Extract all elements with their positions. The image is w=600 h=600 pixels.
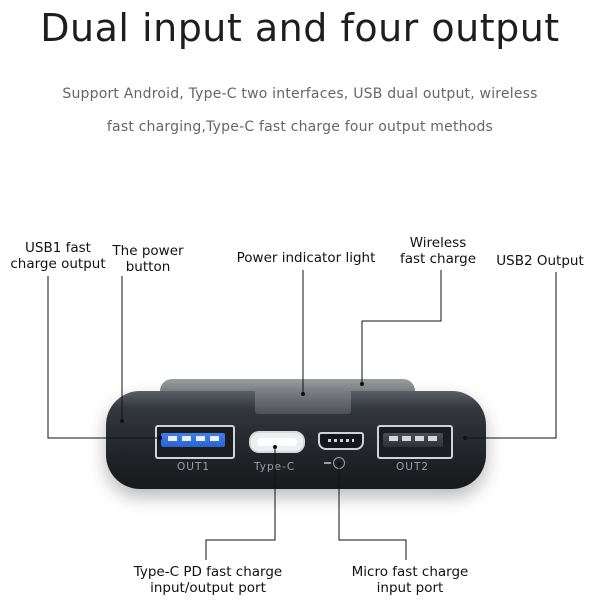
typec-label: Type-C: [254, 461, 296, 473]
usb-pin: [182, 436, 191, 441]
callout-dot-wireless: [360, 382, 364, 386]
callout-dot-power-indicator: [301, 392, 305, 396]
micro-usb-port: [318, 432, 364, 450]
callout-typec-line2: input/output port: [150, 580, 266, 596]
usb-pin: [415, 436, 424, 441]
callout-usb1: USB1 fast charge output: [6, 240, 110, 272]
out1-label: OUT1: [177, 461, 211, 473]
callout-micro-line2: input port: [376, 580, 444, 596]
callout-dot-typec: [273, 445, 277, 449]
callout-wireless-line2: fast charge: [399, 251, 477, 267]
subtitle-line-1: Support Android, Type-C two interfaces, …: [62, 86, 538, 102]
callout-usb1-line2: charge output: [10, 256, 106, 272]
indicator-dash: [324, 462, 331, 464]
usb1-port: [155, 425, 235, 459]
callout-power-button-line1: The power: [112, 243, 184, 259]
callout-line-typec: [205, 448, 276, 560]
callout-power-indicator: Power indicator light: [236, 250, 376, 266]
callout-line-usb1: [47, 276, 158, 439]
callout-line-usb2: [465, 272, 557, 439]
callout-power-button: The power button: [100, 243, 196, 275]
callout-line-micro: [338, 465, 407, 560]
callout-usb2: USB2 Output: [496, 253, 584, 269]
typec-port: [249, 431, 305, 453]
usb-pin: [402, 436, 411, 441]
page-title: Dual input and four output: [40, 6, 560, 50]
callout-dot-usb1: [158, 436, 162, 440]
usb-pin: [210, 436, 219, 441]
callout-micro: Micro fast charge input port: [340, 564, 480, 596]
callout-dot-usb2: [463, 436, 467, 440]
callout-typec: Type-C PD fast charge input/output port: [128, 564, 288, 596]
usb2-port-tongue: [383, 433, 443, 447]
callout-typec-line1: Type-C PD fast charge: [133, 564, 283, 580]
callout-wireless-line1: Wireless: [409, 235, 467, 251]
usb-pin: [389, 436, 398, 441]
callout-wireless: Wireless fast charge: [394, 235, 482, 267]
usb1-port-tongue: [161, 433, 225, 447]
out2-label: OUT2: [396, 461, 430, 473]
subtitle-line-2: fast charging,Type-C fast charge four ou…: [106, 119, 494, 135]
usb-pin: [168, 436, 177, 441]
typec-port-inner: [257, 438, 297, 446]
usb-pin: [196, 436, 205, 441]
callout-micro-line1: Micro fast charge: [351, 564, 469, 580]
micro-usb-pins: [328, 439, 354, 442]
callout-dot-power-button: [120, 419, 124, 423]
callout-power-button-line2: button: [125, 259, 171, 275]
usb-pin: [428, 436, 437, 441]
callout-usb1-line1: USB1 fast: [25, 240, 91, 256]
callout-line-wireless: [361, 270, 442, 384]
callout-dot-micro: [337, 462, 341, 466]
usb2-port: [377, 425, 453, 459]
